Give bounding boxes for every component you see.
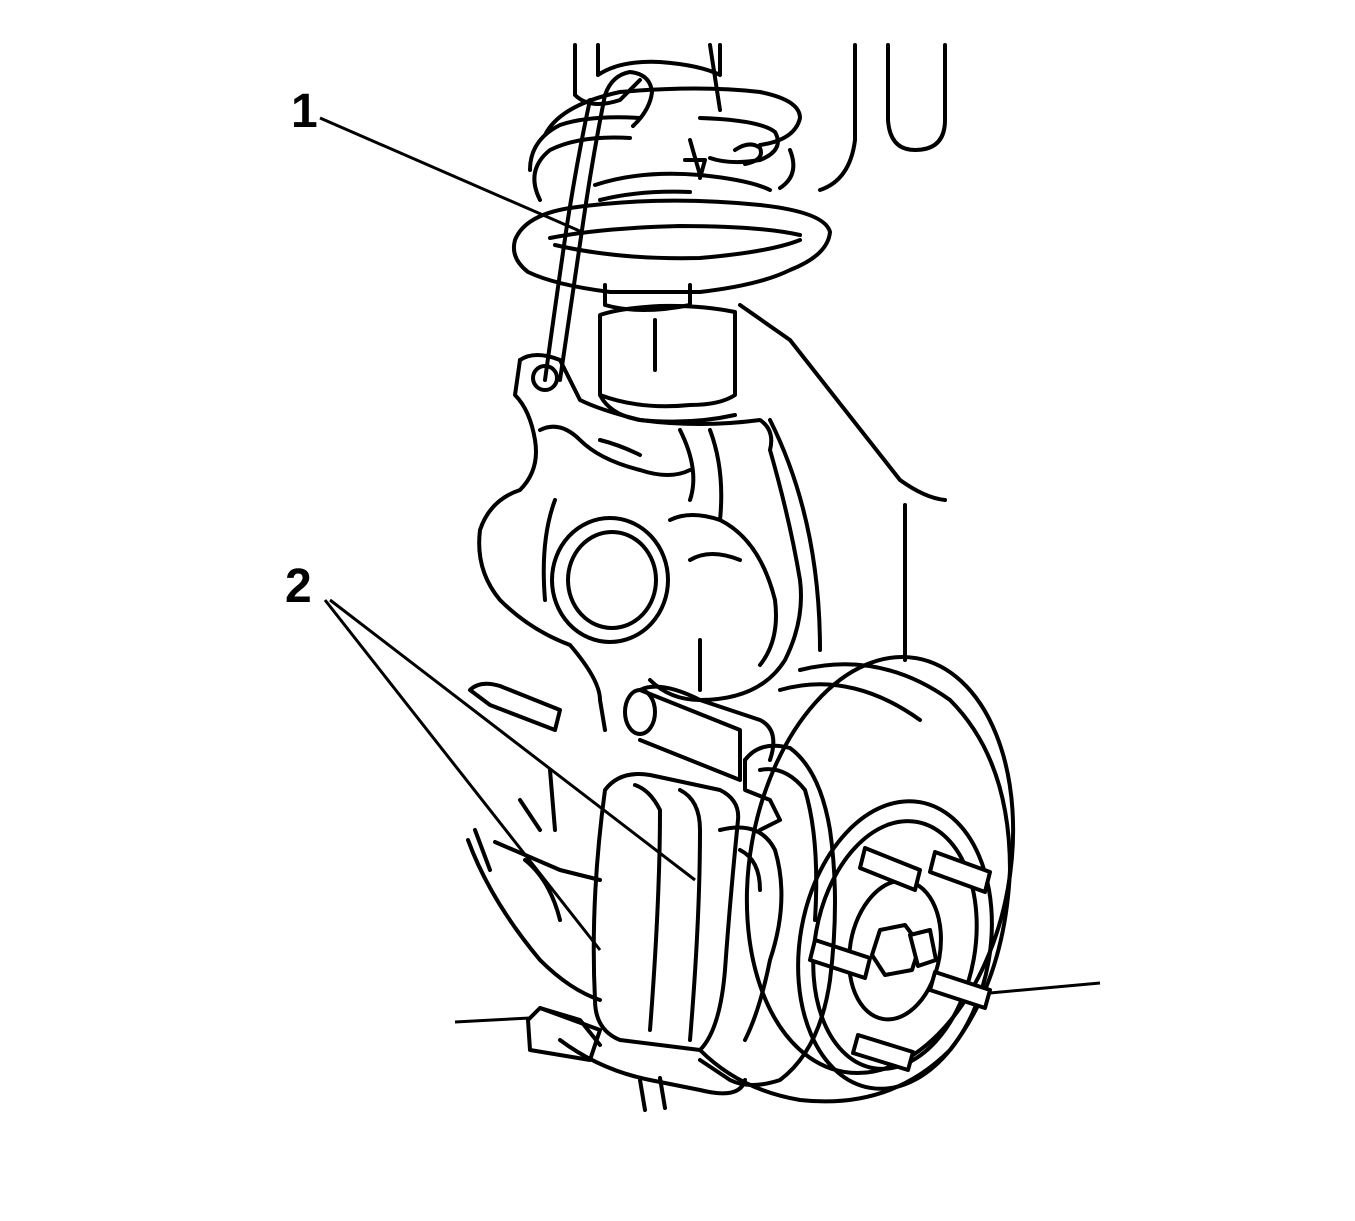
steering-knuckle [477,353,803,732]
callout-label-1: 1 [291,85,318,138]
brake-pads [591,772,784,1052]
leader-lines [319,116,1101,1024]
wheel-studs [808,846,992,1072]
leader-right [989,981,1101,995]
callout-label-2: 2 [285,560,312,613]
leader-left [454,1016,531,1024]
leader-1 [319,116,583,234]
strut-body [598,283,737,424]
lower-arm [466,768,602,1002]
guide-pins [468,681,747,1112]
body-panel [738,43,947,662]
caliper-bracket [623,684,837,1087]
coil-spring [528,43,802,202]
brake-rotor [698,654,1016,1104]
leader-2b [329,598,696,882]
wheel-hub [847,878,943,1022]
leader-2a [323,599,602,951]
